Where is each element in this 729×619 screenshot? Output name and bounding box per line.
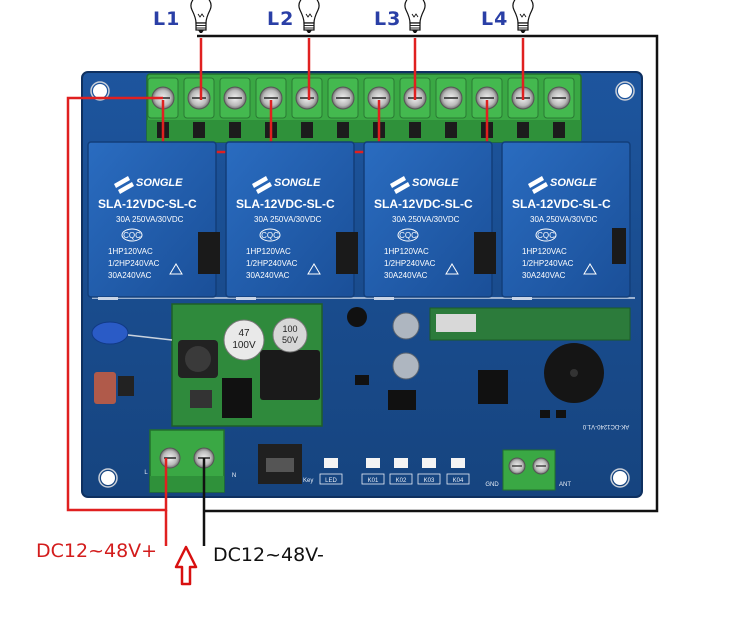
warning-icon [445, 263, 459, 275]
warning-icon [583, 263, 597, 275]
terminal-screw [435, 77, 467, 138]
svg-text:ANT: ANT [559, 482, 571, 488]
lamp-label-l2: L2 [267, 8, 295, 30]
lamp-label-l3: L3 [374, 8, 402, 30]
learn-key-button: Key [258, 444, 313, 484]
terminal-screw [471, 77, 503, 138]
relay-rating: 1HP120VAC [246, 247, 291, 256]
relay-brand: SONGLE [550, 177, 597, 189]
relay-brand: SONGLE [274, 177, 321, 189]
svg-text:LED: LED [325, 478, 337, 484]
svg-text:GND: GND [485, 482, 499, 488]
relay-rating: 1HP120VAC [522, 247, 567, 256]
positive-supply-wire [66, 96, 168, 512]
warning-icon [169, 263, 183, 275]
relay-rating: 1/2HP240VAC [522, 259, 574, 268]
svg-text:100V: 100V [232, 340, 256, 351]
relay-model: SLA-12VDC-SL-C [98, 197, 197, 211]
relay: SONGLE SLA-12VDC-SL-C 30A 250VA/30VDC CQC 1H… [363, 141, 493, 300]
relay-rating: 1HP120VAC [384, 247, 429, 256]
warning-icon [307, 263, 321, 275]
terminal-screw [291, 77, 323, 138]
relay-rating: 30A240VAC [384, 271, 428, 280]
svg-text:K03: K03 [424, 478, 435, 484]
relay-rating: 1/2HP240VAC [246, 259, 298, 268]
relay-rating: 30A 250VA/30VDC [530, 215, 598, 224]
top-terminal-block [146, 73, 582, 143]
svg-text:Key: Key [303, 478, 313, 484]
relay-rating: 30A240VAC [522, 271, 566, 280]
relay: SONGLE SLA-12VDC-SL-C 30A 250VA/30VDC CQC 1H… [87, 141, 217, 300]
relay-brand: SONGLE [136, 177, 183, 189]
terminal-screw [255, 77, 287, 138]
status-leds: LED K01 K02 K03 K04 [319, 458, 470, 485]
certification-mark-icon [259, 228, 281, 242]
relay-cert-mark: CQC [261, 231, 279, 240]
relay-cert-mark: CQC [123, 231, 141, 240]
relay: SONGLE SLA-12VDC-SL-C 30A 250VA/30VDC CQC 1H… [225, 141, 355, 300]
songle-logo-icon [252, 176, 272, 194]
relay-cert-mark: CQC [399, 231, 417, 240]
relay-cert-mark: CQC [537, 231, 555, 240]
board-id-label: AK-DC1240-V1.0 [582, 423, 629, 429]
antenna-terminal: GND ANT [485, 449, 571, 491]
light-bulb-icon [512, 0, 534, 34]
relay-rating: 30A240VAC [108, 271, 152, 280]
terminal-screw [543, 77, 575, 138]
certification-mark-icon [121, 228, 143, 242]
svg-text:L: L [144, 470, 148, 476]
capacitor-47uf: 47 100V [223, 319, 265, 361]
positive-supply-label: DC12~48V+ [36, 540, 158, 562]
relay: SONGLE SLA-12VDC-SL-C 30A 250VA/30VDC CQC 1H… [501, 141, 631, 300]
songle-logo-icon [114, 176, 134, 194]
relay-rating: 30A 250VA/30VDC [116, 215, 184, 224]
neutral-wire-loop [197, 34, 659, 513]
relay-model: SLA-12VDC-SL-C [374, 197, 473, 211]
lamp-label-l1: L1 [153, 8, 181, 30]
svg-text:100: 100 [282, 324, 297, 334]
relay-rating: 1/2HP240VAC [108, 259, 160, 268]
relay-rating: 30A240VAC [246, 271, 290, 280]
relay-model: SLA-12VDC-SL-C [512, 197, 611, 211]
relay-rating: 30A 250VA/30VDC [392, 215, 460, 224]
relay-rating: 1/2HP240VAC [384, 259, 436, 268]
svg-text:K01: K01 [368, 478, 379, 484]
power-input-terminal: L N [144, 429, 236, 493]
svg-text:50V: 50V [282, 335, 298, 345]
relay-drivers [198, 228, 626, 274]
mounting-holes [90, 81, 635, 488]
terminal-screw [183, 77, 215, 138]
songle-logo-icon [390, 176, 410, 194]
relay-model: SLA-12VDC-SL-C [236, 197, 335, 211]
terminal-screw [219, 77, 251, 138]
capacitor-100uf: 100 50V [272, 317, 308, 353]
lamp-wires [199, 38, 525, 100]
svg-text:K04: K04 [453, 478, 464, 484]
light-bulb-icon [190, 0, 212, 34]
negative-supply-label: DC12~48V- [213, 544, 324, 566]
svg-text:47: 47 [238, 328, 250, 339]
light-bulb-icon [298, 0, 320, 34]
lamp-label-l4: L4 [481, 8, 509, 30]
terminal-screw [327, 77, 359, 138]
relay-rating: 1HP120VAC [108, 247, 153, 256]
certification-mark-icon [535, 228, 557, 242]
svg-text:N: N [232, 473, 236, 479]
relay-brand: SONGLE [412, 177, 459, 189]
up-arrow-icon [174, 545, 198, 586]
certification-mark-icon [397, 228, 419, 242]
misc-components [91, 307, 631, 418]
relay-rating: 30A 250VA/30VDC [254, 215, 322, 224]
songle-logo-icon [528, 176, 548, 194]
svg-text:K02: K02 [396, 478, 407, 484]
light-bulb-icon [404, 0, 426, 34]
